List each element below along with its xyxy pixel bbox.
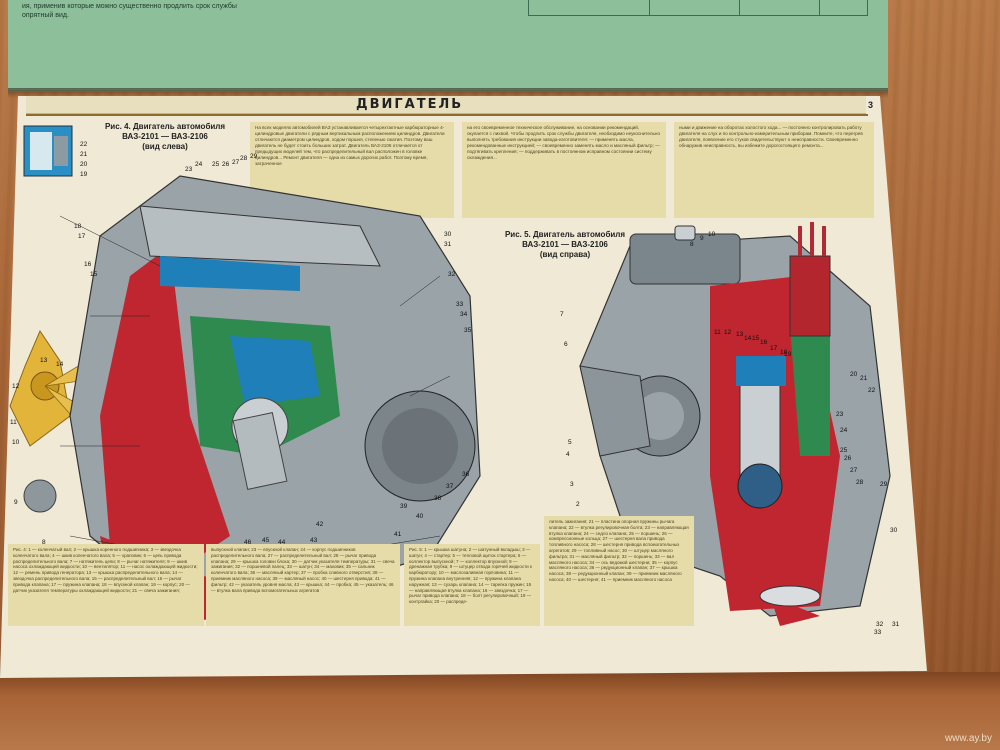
top-page-table	[528, 0, 868, 16]
intro-text-column-3: ными и движение на оборотах холостого хо…	[674, 122, 874, 218]
svg-text:14: 14	[56, 361, 64, 368]
svg-text:33: 33	[456, 301, 464, 308]
page-shadow	[8, 88, 888, 98]
svg-text:5: 5	[568, 439, 572, 446]
svg-text:37: 37	[446, 483, 454, 490]
svg-text:22: 22	[80, 141, 88, 148]
svg-text:39: 39	[400, 503, 408, 510]
top-page-note-line2: опрятный вид.	[22, 12, 69, 19]
svg-text:36: 36	[462, 471, 470, 478]
engine-right-view-illustration: 7 6 5 4 3 2 1 8 9 10 11 12 13 14 15 16 1…	[560, 222, 900, 636]
svg-text:32: 32	[448, 271, 456, 278]
svg-text:31: 31	[892, 621, 900, 628]
svg-text:33: 33	[874, 629, 882, 636]
figure-5-legend-column-1: Рис. 5: 1 — крышка шатуна; 2 — шатунный …	[404, 544, 540, 626]
svg-text:29: 29	[250, 153, 258, 160]
svg-text:28: 28	[240, 155, 248, 162]
svg-text:7: 7	[560, 311, 564, 318]
svg-text:35: 35	[464, 327, 472, 334]
svg-text:12: 12	[724, 329, 732, 336]
svg-text:10: 10	[708, 231, 716, 238]
svg-text:14: 14	[744, 335, 752, 342]
svg-text:13: 13	[40, 357, 48, 364]
svg-text:18: 18	[780, 349, 788, 356]
page-number: 3	[868, 100, 874, 110]
svg-text:34: 34	[460, 311, 468, 318]
watermark: www.ay.by	[944, 733, 992, 744]
svg-text:11: 11	[10, 419, 17, 426]
svg-text:43: 43	[310, 537, 318, 544]
svg-text:16: 16	[84, 261, 92, 268]
svg-text:9: 9	[14, 499, 18, 506]
svg-text:23: 23	[836, 411, 844, 418]
svg-text:25: 25	[840, 447, 848, 454]
svg-text:40: 40	[416, 513, 424, 520]
svg-text:20: 20	[80, 161, 88, 168]
svg-text:24: 24	[195, 161, 203, 168]
figure-5-caption: Рис. 5. Двигатель автомобиля ВАЗ-2101 — …	[504, 230, 626, 259]
svg-text:15: 15	[752, 335, 760, 342]
svg-text:29: 29	[880, 481, 888, 488]
figure-4-legend-column-2: выпускной клапан; 23 — впускной клапан; …	[206, 544, 400, 626]
svg-text:23: 23	[185, 166, 193, 173]
svg-text:46: 46	[244, 539, 252, 546]
intro-text-column-2: на его своевременное техническое обслужи…	[462, 122, 666, 218]
svg-text:15: 15	[90, 271, 98, 278]
engine-left-view-illustration: 22 21 20 19 23 24 25 26 27 28 29 18 17 1…	[9, 125, 481, 622]
svg-text:22: 22	[868, 387, 876, 394]
svg-text:4: 4	[566, 451, 570, 458]
svg-text:3: 3	[570, 481, 574, 488]
svg-text:12: 12	[12, 383, 20, 390]
svg-text:30: 30	[890, 527, 898, 534]
page-title: ДВИГАТЕЛЬ	[356, 97, 464, 112]
svg-text:25: 25	[212, 161, 220, 168]
svg-text:27: 27	[232, 159, 240, 166]
engine-poster-page: ДВИГАТЕЛЬ 3 На всех моделях автомобилей …	[0, 96, 927, 678]
svg-text:10: 10	[12, 439, 20, 446]
svg-text:28: 28	[856, 479, 864, 486]
engine-block	[69, 175, 481, 621]
svg-text:31: 31	[444, 241, 452, 248]
svg-text:44: 44	[278, 539, 286, 546]
svg-text:41: 41	[394, 531, 402, 538]
svg-text:11: 11	[714, 329, 721, 336]
svg-text:38: 38	[434, 495, 442, 502]
figure-4-caption: Рис. 4. Двигатель автомобиля ВАЗ-2101 — …	[104, 122, 226, 151]
svg-text:8: 8	[42, 539, 46, 546]
figure-4-legend-column-1: Рис. 4: 1 — коленчатый вал; 2 — крышка к…	[8, 544, 204, 626]
crankshaft-pulley	[23, 479, 57, 513]
figure-5-legend-column-2: литель зажигания; 21 — пластина опорная …	[544, 516, 694, 626]
svg-text:26: 26	[844, 455, 852, 462]
svg-text:8: 8	[690, 241, 694, 248]
svg-text:45: 45	[262, 537, 270, 544]
svg-text:24: 24	[840, 427, 848, 434]
svg-text:9: 9	[700, 235, 704, 242]
svg-text:16: 16	[760, 339, 768, 346]
svg-text:6: 6	[564, 341, 568, 348]
svg-text:17: 17	[78, 233, 86, 240]
header-bar: ДВИГАТЕЛЬ 3	[26, 96, 873, 114]
header-rule	[26, 114, 868, 116]
top-page-note: ия, применив которые можно существенно п…	[22, 2, 237, 20]
svg-text:13: 13	[736, 331, 744, 338]
table-edge	[0, 672, 1000, 750]
svg-text:26: 26	[222, 161, 230, 168]
top-page-note-line1: ия, применив которые можно существенно п…	[22, 3, 237, 10]
svg-text:27: 27	[850, 467, 858, 474]
svg-text:21: 21	[80, 151, 88, 158]
svg-text:20: 20	[850, 371, 858, 378]
svg-text:19: 19	[80, 171, 88, 178]
svg-text:42: 42	[316, 521, 324, 528]
svg-text:18: 18	[74, 223, 82, 230]
svg-text:32: 32	[876, 621, 884, 628]
svg-text:21: 21	[860, 375, 868, 382]
svg-text:19: 19	[784, 351, 792, 358]
inset-diagram	[23, 125, 73, 177]
svg-text:2: 2	[576, 501, 580, 508]
svg-text:30: 30	[444, 231, 452, 238]
svg-text:17: 17	[770, 345, 778, 352]
top-page: ия, применив которые можно существенно п…	[8, 0, 888, 98]
